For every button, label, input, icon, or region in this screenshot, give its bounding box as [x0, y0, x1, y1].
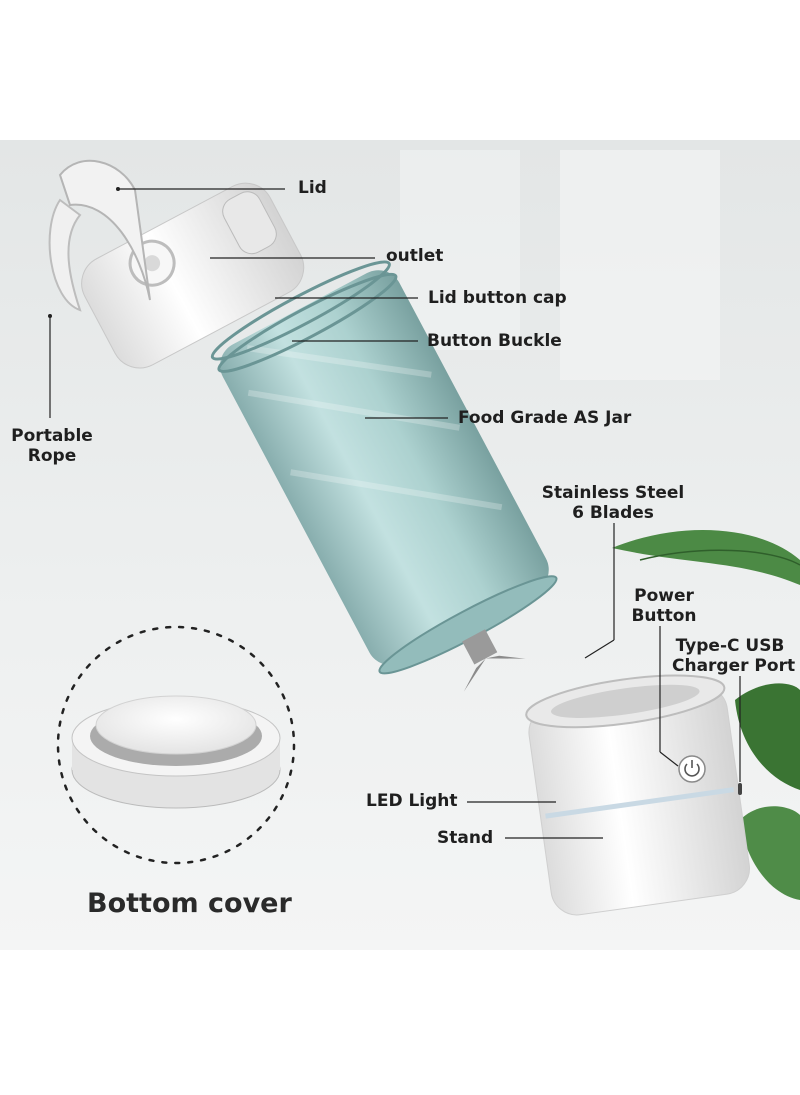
stand-part: [525, 674, 750, 916]
label-power-button-line1: Power: [634, 586, 694, 606]
label-lid-button-cap: Lid button cap: [428, 288, 567, 308]
typec-port: [738, 783, 742, 795]
label-portable-rope: Portable Rope: [6, 426, 98, 466]
label-blades: Stainless Steel 6 Blades: [538, 483, 688, 523]
label-outlet: outlet: [386, 246, 444, 266]
label-led-light: LED Light: [366, 791, 458, 811]
label-power-button-line2: Button: [631, 606, 697, 626]
bottom-cover-illustration: [56, 625, 296, 865]
label-typec-line1: Type-C USB: [675, 636, 785, 656]
label-food-grade-jar: Food Grade AS Jar: [458, 408, 632, 428]
label-button-buckle: Button Buckle: [427, 331, 562, 351]
power-icon[interactable]: [678, 755, 706, 783]
label-typec-line2: Charger Port: [672, 656, 796, 676]
label-typec-port: Type-C USB Charger Port: [672, 636, 800, 676]
label-portable-rope-line1: Portable: [11, 426, 93, 446]
lid-part: [81, 182, 305, 369]
label-portable-rope-line2: Rope: [27, 446, 77, 466]
label-power-button: Power Button: [626, 586, 702, 626]
leaf-decoration: [612, 529, 800, 900]
label-lid: Lid: [298, 178, 327, 198]
label-blades-line1: Stainless Steel: [541, 483, 685, 503]
leader-lines: [49, 188, 741, 839]
label-bottom-cover: Bottom cover: [87, 888, 292, 919]
jar: [210, 260, 558, 692]
label-stand: Stand: [437, 828, 494, 848]
label-blades-line2: 6 Blades: [572, 503, 654, 523]
